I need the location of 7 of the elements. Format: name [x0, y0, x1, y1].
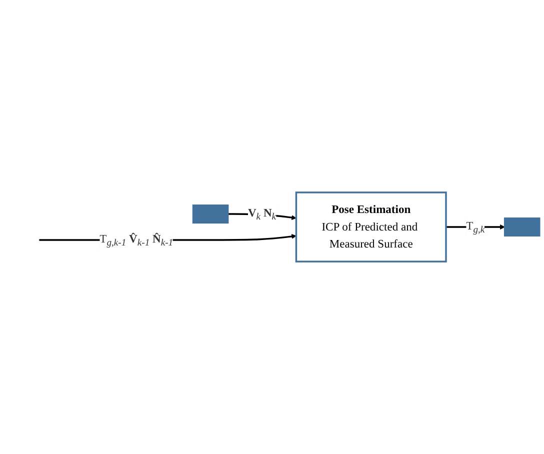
node-box: Pose Estimation ICP of Predicted and Measured Surface — [295, 192, 447, 262]
edge-label: T$_{g,k}$ — [466, 220, 485, 235]
node-bar — [192, 204, 229, 224]
edge-label: V$_{k}$ N$_{k}$ — [248, 206, 276, 222]
node-bar — [504, 218, 540, 236]
arrow — [446, 224, 506, 230]
edge-label: T$_{g,k-1}$ V̂$_{k-1}$ N̂$_{k-1}$ — [100, 232, 174, 248]
